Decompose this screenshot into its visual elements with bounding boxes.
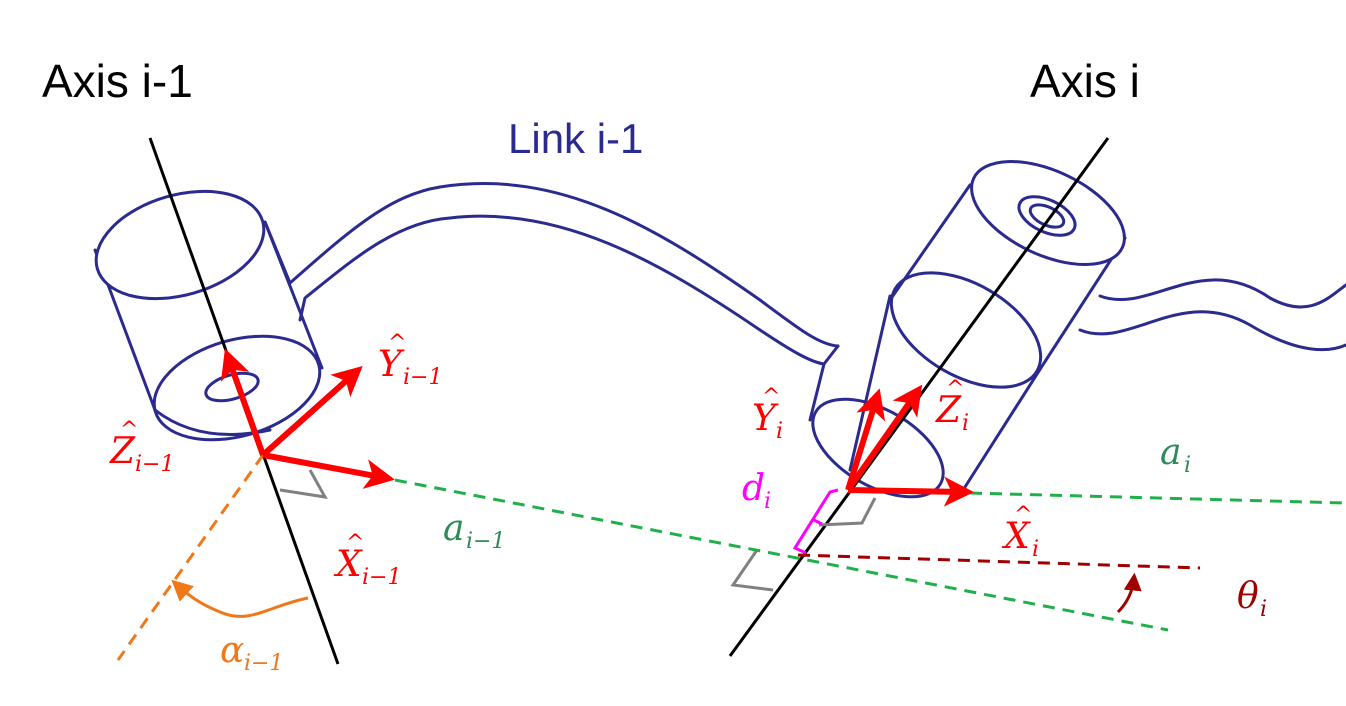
axis-i-minus-1-label: Axis i-1: [42, 55, 193, 107]
svg-text:i−1: i−1: [244, 651, 283, 676]
z-prev-arrow: [220, 348, 266, 457]
svg-text:i: i: [1184, 453, 1191, 478]
x-curr-label: X ^ i: [1001, 503, 1039, 562]
svg-text:^: ^: [1014, 503, 1032, 528]
svg-text:i: i: [776, 419, 783, 444]
svg-text:i−1: i−1: [362, 565, 401, 590]
common-normal-a-prev: [394, 478, 1169, 632]
x-curr-arrow: [847, 476, 974, 507]
svg-text:X: X: [1001, 516, 1031, 557]
theta-arc-arrow: [1116, 572, 1142, 614]
svg-text:i: i: [1032, 537, 1039, 562]
svg-text:^: ^: [388, 331, 406, 356]
svg-text:Z: Z: [109, 431, 136, 472]
svg-text:i: i: [1260, 597, 1267, 622]
svg-text:i−1: i−1: [135, 452, 174, 477]
theta-reference: [797, 553, 1201, 614]
svg-text:^: ^: [762, 385, 780, 410]
y-prev-arrow: [261, 366, 363, 458]
link-label: Link i-1: [508, 115, 643, 162]
svg-text:θ: θ: [1237, 576, 1259, 617]
svg-text:i−1: i−1: [466, 529, 505, 554]
right-angle-markers: [279, 469, 877, 592]
axis-i-line: [728, 137, 1110, 657]
d-curr-label: d i: [742, 468, 771, 514]
outgoing-tube: [1078, 278, 1346, 352]
common-normal-a-curr: [969, 491, 1346, 505]
common-normals: [394, 478, 1346, 632]
y-curr-label: Y ^ i: [752, 385, 783, 444]
svg-text:i−1: i−1: [403, 365, 442, 390]
link-tube: [263, 182, 840, 366]
frame-curr: [845, 384, 974, 507]
a-curr-label: a i: [1160, 432, 1191, 478]
left-joint-cylinder: [93, 189, 324, 442]
a-prev-label: a i−1: [443, 508, 505, 554]
alpha-prev-label: α i−1: [220, 630, 283, 676]
link-body: [93, 160, 1346, 499]
svg-text:i: i: [764, 489, 771, 514]
right-upper-cylinder: [888, 160, 1127, 362]
svg-text:Z: Z: [935, 390, 962, 431]
svg-text:^: ^: [346, 531, 364, 556]
svg-text:α: α: [220, 630, 244, 671]
svg-text:Y: Y: [752, 398, 779, 439]
svg-text:a: a: [1160, 432, 1181, 473]
d-offset-bracket: [792, 488, 839, 555]
x-prev-label: X ^ i−1: [333, 531, 401, 590]
theta-curr-label: θ i: [1237, 576, 1267, 622]
svg-text:X: X: [333, 544, 363, 585]
z-prev-label: Z ^ i−1: [109, 418, 174, 477]
z-curr-arrow: [845, 384, 923, 492]
x-prev-arrow: [262, 452, 395, 489]
svg-text:^: ^: [120, 418, 138, 443]
axis-i-label: Axis i: [1030, 55, 1140, 107]
alpha-construction: [116, 454, 309, 661]
svg-text:i: i: [962, 411, 969, 436]
z-curr-label: Z ^ i: [935, 377, 969, 436]
y-curr-arrow: [845, 388, 886, 491]
y-prev-label: Y ^ i−1: [378, 331, 442, 390]
svg-text:d: d: [742, 468, 765, 509]
svg-text:Y: Y: [378, 344, 405, 385]
alpha-arc-arrow: [171, 579, 309, 618]
frame-prev: [220, 348, 395, 489]
alpha-reference-line: [116, 454, 265, 661]
svg-text:^: ^: [946, 377, 964, 402]
svg-text:a: a: [443, 508, 464, 549]
